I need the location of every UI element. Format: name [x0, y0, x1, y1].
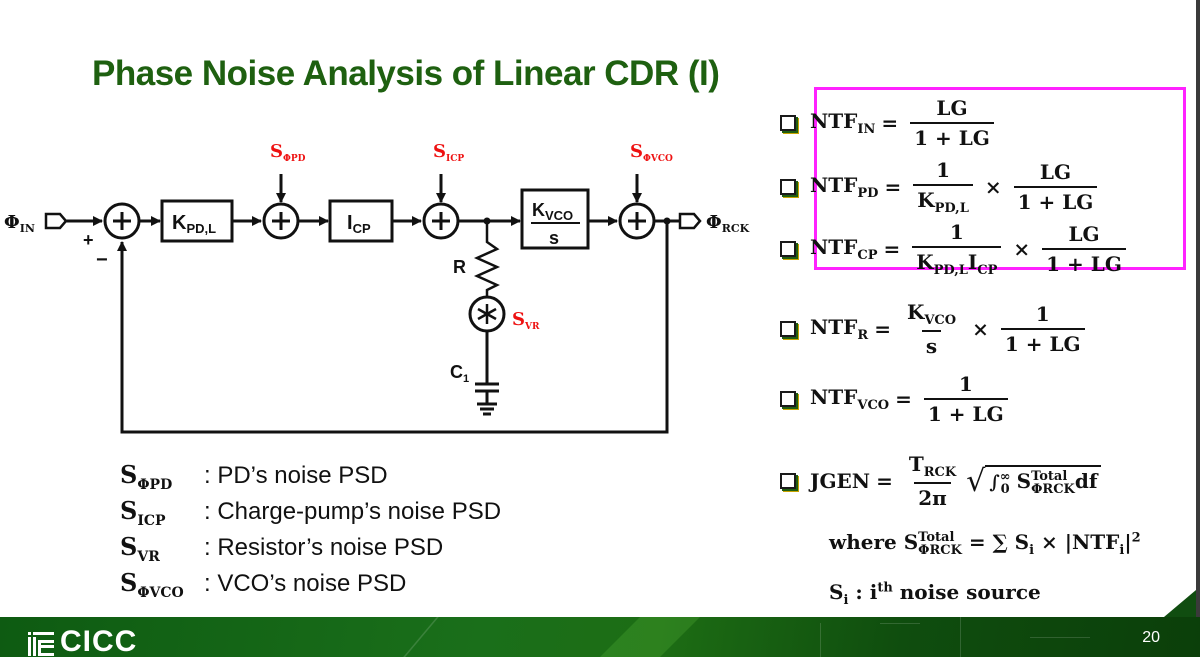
checkbox-bullet-icon — [780, 241, 796, 257]
legend-description: : Resistor’s noise PSD — [204, 534, 444, 561]
window-edge — [1196, 0, 1200, 657]
plus-sign: + — [83, 230, 94, 250]
checkbox-bullet-icon — [780, 391, 796, 407]
eq-lhs: NTFPD — [810, 173, 879, 201]
cicc-logo-icon — [28, 630, 54, 656]
legend-description: : VCO’s noise PSD — [204, 570, 407, 597]
minus-sign: − — [96, 249, 108, 271]
footer-bar: CICC 20 — [0, 617, 1200, 657]
noise-legend: SΦPD : PD’s noise PSD SICP : Charge-pump… — [120, 460, 501, 604]
input-port-icon — [44, 212, 68, 230]
page-number: 20 — [1142, 629, 1160, 646]
times-sign: × — [1013, 237, 1031, 261]
kvco-num-label: KVCO — [532, 200, 573, 223]
legend-symbol: SVR — [120, 532, 160, 565]
legend-symbol: SICP — [120, 496, 166, 529]
noise-vr-label: SVR — [512, 309, 540, 332]
eq-lhs: NTFVCO — [810, 385, 890, 413]
input-label: ΦIN — [4, 212, 35, 235]
equals-sign: = — [895, 387, 912, 411]
decor-line — [1030, 637, 1090, 638]
decor-line — [403, 617, 439, 657]
equals-sign: = — [884, 175, 902, 199]
eq-lhs: NTFR — [810, 315, 869, 343]
decor-line — [820, 623, 821, 657]
kvco-den-label: s — [549, 228, 559, 248]
equals-sign: = — [874, 317, 891, 341]
equals-sign: = — [876, 469, 893, 493]
kpd-label: KPD,L — [172, 212, 216, 236]
decor-line — [960, 617, 961, 657]
checkbox-bullet-icon — [780, 473, 796, 489]
noise-icp-label: SICP — [433, 141, 464, 164]
output-label: ΦRCK — [706, 212, 750, 235]
checkbox-bullet-icon — [780, 321, 796, 337]
times-sign: × — [972, 317, 989, 341]
output-port-icon — [678, 212, 702, 230]
equals-sign: = — [881, 111, 899, 135]
noise-pd-label: SΦPD — [270, 141, 306, 164]
logo-text: CICC — [60, 625, 138, 657]
slide-title: Phase Noise Analysis of Linear CDR (I) — [92, 54, 720, 93]
noise-vco-label: SΦVCO — [630, 141, 673, 164]
footer-wedge — [1164, 590, 1196, 617]
legend-description: : Charge-pump’s noise PSD — [204, 498, 502, 525]
eq-lhs: NTFCP — [810, 235, 878, 263]
legend-symbol: SΦPD — [120, 460, 173, 493]
feedback-path — [117, 221, 669, 434]
legend-item: SΦPD : PD’s noise PSD — [120, 460, 501, 496]
kvco-block — [520, 188, 590, 250]
eq-lhs: NTFIN — [810, 109, 876, 137]
checkbox-bullet-icon — [780, 115, 796, 131]
cdr-block-diagram: ΦIN ΦRCK + − KPD,L ICP KVCO s SΦPD SICP … — [0, 120, 790, 450]
cicc-logo: CICC — [28, 625, 137, 657]
times-sign: × — [984, 175, 1002, 199]
legend-symbol: SΦVCO — [120, 568, 184, 601]
legend-item: SICP : Charge-pump’s noise PSD — [120, 496, 501, 532]
highlight-box — [814, 87, 1186, 270]
checkbox-bullet-icon — [780, 179, 796, 195]
equals-sign: = — [883, 237, 901, 261]
decor-line — [600, 617, 700, 657]
eq-lhs: JGEN — [810, 469, 871, 493]
decor-line — [880, 623, 920, 624]
capacitor-label: C1 — [450, 362, 469, 385]
legend-description: : PD’s noise PSD — [204, 462, 388, 489]
resistor — [473, 221, 501, 296]
eq-si-definition: Si : ith noise source — [829, 580, 1041, 608]
icp-label: ICP — [347, 212, 371, 236]
resistor-label: R — [453, 257, 466, 277]
legend-item: SVR : Resistor’s noise PSD — [120, 532, 501, 568]
legend-item: SΦVCO : VCO’s noise PSD — [120, 568, 501, 604]
